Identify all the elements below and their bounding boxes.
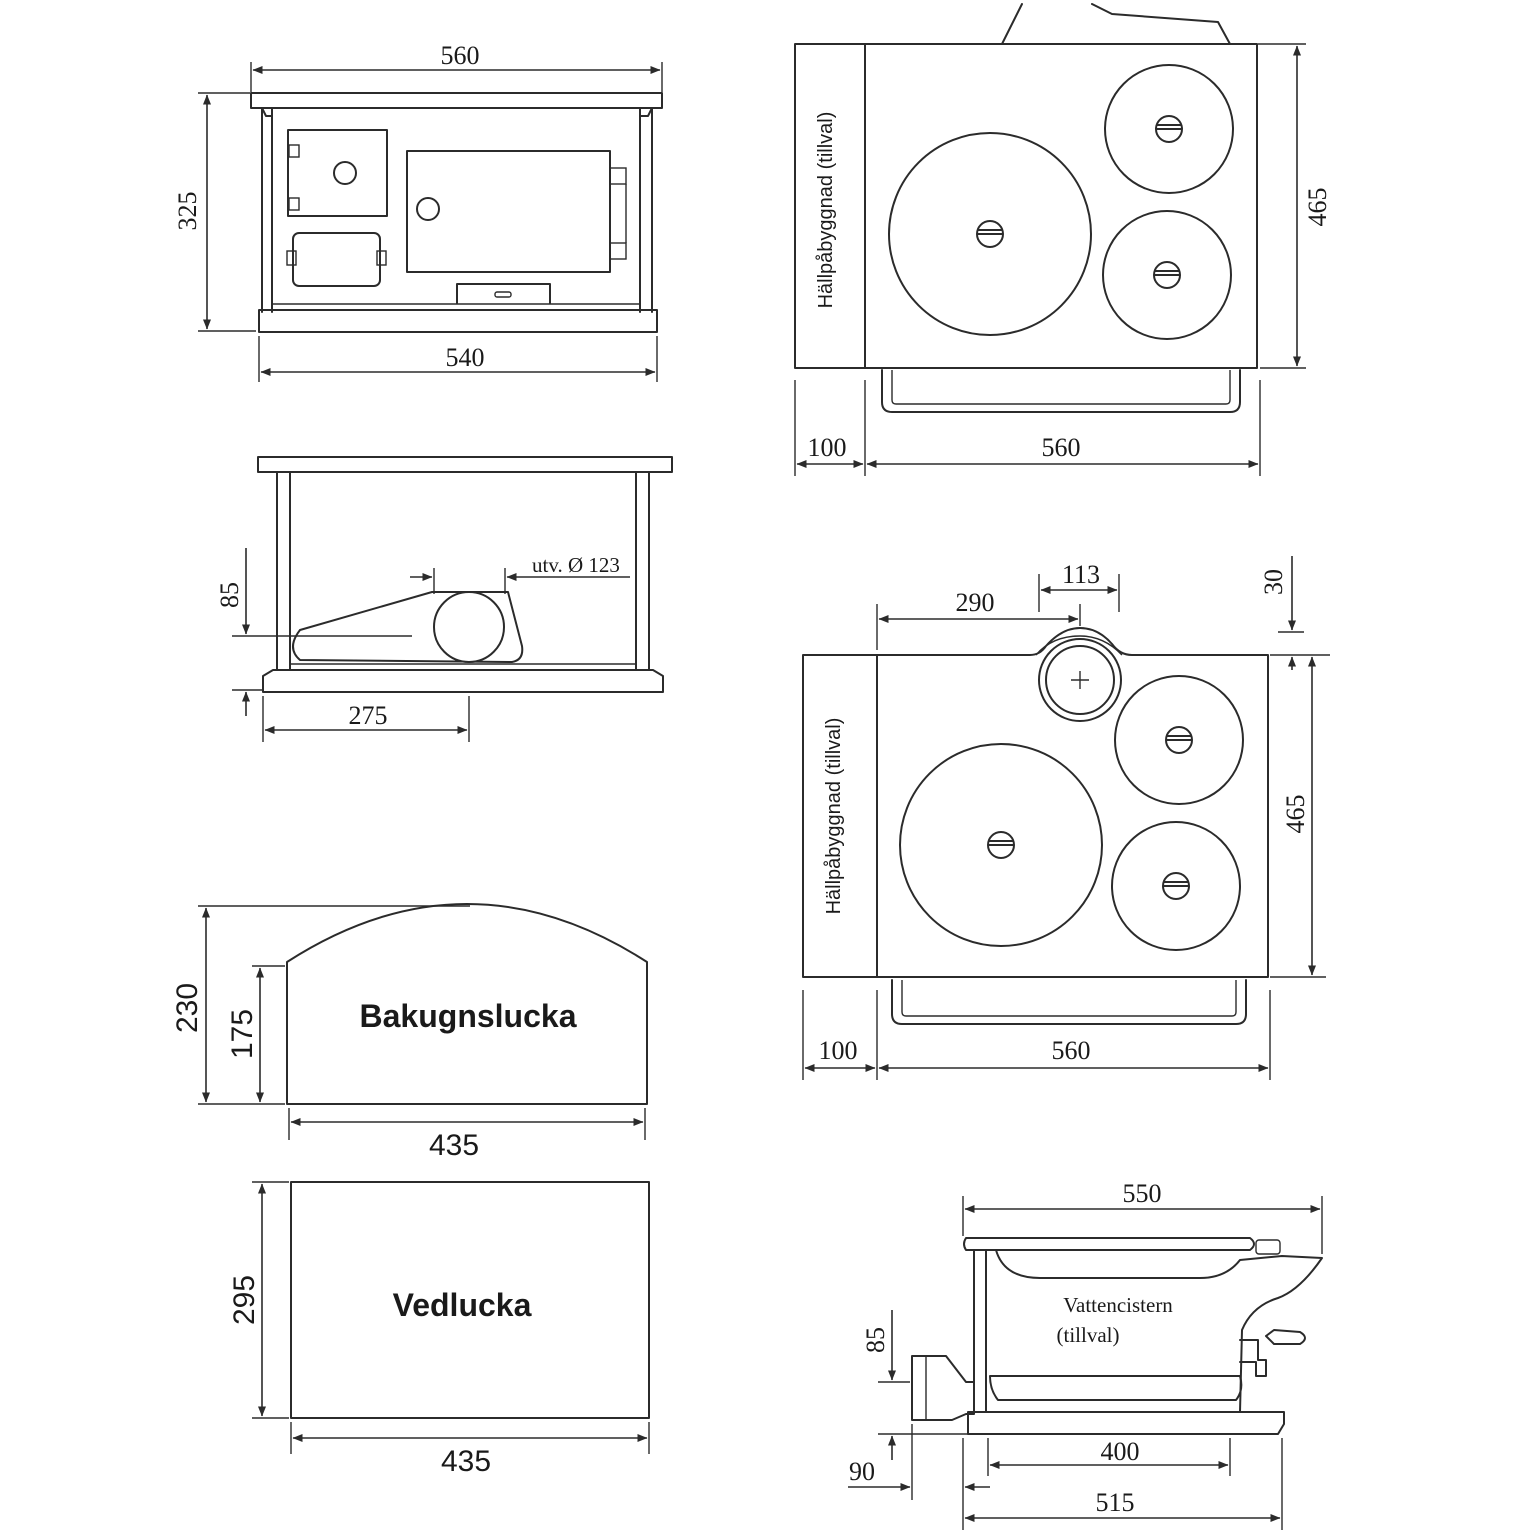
- lid-handle-icon: [1165, 726, 1193, 754]
- side-plinth: [262, 669, 664, 693]
- flue-towel-rail: [891, 979, 1247, 1025]
- wood-door-height-label: 295: [228, 1275, 261, 1325]
- top-depth-label: 465: [1303, 188, 1332, 227]
- front-ash-door: [292, 232, 381, 287]
- side-flue-distance-label: 275: [349, 701, 388, 730]
- flue-rear-hotplate: [1114, 675, 1244, 805]
- front-view: 560 325 540: [173, 41, 663, 382]
- flue-depth-label: 465: [1281, 795, 1310, 834]
- top-towel-rail: [881, 369, 1241, 413]
- top-extension-width-label: 100: [808, 433, 847, 462]
- oven-door-height-label: 230: [171, 983, 204, 1033]
- tank-body: [995, 1249, 1323, 1413]
- tank-top-width-label: 550: [1123, 1179, 1162, 1208]
- lid-handle-icon: [987, 831, 1015, 859]
- lid-handle-icon: [976, 220, 1004, 248]
- front-hob-plate: [250, 92, 663, 109]
- crosshair-icon: [1071, 671, 1089, 689]
- tank-hob-plate: [963, 1237, 1255, 1251]
- front-firebox-door: [287, 129, 388, 217]
- tank-plinth: [967, 1411, 1285, 1435]
- tank-rear-flue: [911, 1355, 975, 1421]
- flue-extension-width-label: 100: [819, 1036, 858, 1065]
- top-hob-plate: [794, 43, 1258, 369]
- oven-door-title: Bakugnslucka: [360, 998, 577, 1034]
- top-rear-hotplate: [1104, 64, 1234, 194]
- water-tank-view: 550 Vattencistern (tillval) 85 400: [848, 1179, 1323, 1530]
- tank-inner-width-label: 400: [1101, 1437, 1140, 1466]
- flue-collar: [1038, 638, 1122, 722]
- top-extension-label: Hällpåbyggnad (tillval): [815, 112, 837, 309]
- top-view-rear-flue: Hällpåbyggnad (tillval): [802, 556, 1330, 1080]
- tank-flue-height-label: 85: [861, 1327, 890, 1353]
- side-view: utv. Ø 123 85 275: [215, 456, 673, 742]
- flue-offset-label: 290: [956, 588, 995, 617]
- side-flue-diameter-label: utv. Ø 123: [532, 553, 620, 577]
- side-hob-plate: [257, 456, 673, 473]
- top-front-hotplate: [1102, 210, 1232, 340]
- tank-offset-label: 90: [849, 1457, 875, 1486]
- wood-door-view: Vedlucka 295 435: [228, 1181, 650, 1478]
- wood-door-outline: [290, 1181, 650, 1419]
- front-width-bottom-label: 540: [446, 343, 485, 372]
- flue-top-width-label: 560: [1052, 1036, 1091, 1065]
- side-flue-height-label: 85: [215, 582, 244, 608]
- front-plinth: [258, 309, 658, 333]
- front-height-label: 325: [173, 192, 202, 231]
- flue-large-hotplate: [899, 743, 1103, 947]
- side-flue-duct: [292, 591, 524, 663]
- flue-front-hotplate: [1111, 821, 1241, 951]
- front-width-top-label: 560: [441, 41, 480, 70]
- flue-width-label: 113: [1062, 560, 1100, 589]
- top-width-label: 560: [1042, 433, 1081, 462]
- lid-handle-icon: [1153, 261, 1181, 289]
- flue-hob-plate: [802, 627, 1269, 978]
- side-flue-outlet: [433, 591, 505, 663]
- flue-rise-label: 30: [1259, 569, 1288, 595]
- oven-door-side-label: 175: [226, 1009, 259, 1059]
- oven-door-width-label: 435: [429, 1129, 479, 1162]
- tap-icon: [1239, 1329, 1306, 1377]
- tank-label-line2: (tillval): [1057, 1323, 1120, 1347]
- tank-base-width-label: 515: [1096, 1488, 1135, 1517]
- front-oven-door: [406, 150, 611, 273]
- top-view: Hällpåbyggnad (tillval) 465: [794, 3, 1332, 476]
- lid-handle-icon: [1155, 115, 1183, 143]
- tank-label-line1: Vattencistern: [1063, 1293, 1173, 1317]
- wood-door-title: Vedlucka: [393, 1287, 532, 1323]
- flue-extension-label: Hällpåbyggnad (tillval): [823, 718, 845, 915]
- lid-handle-icon: [1162, 872, 1190, 900]
- tank-ash-pan: [989, 1375, 1243, 1401]
- wood-door-width-label: 435: [441, 1445, 491, 1478]
- top-large-hotplate: [888, 132, 1092, 336]
- oven-door-outline: [286, 903, 648, 1105]
- oven-door-view: Bakugnslucka 230 175 435: [171, 903, 648, 1162]
